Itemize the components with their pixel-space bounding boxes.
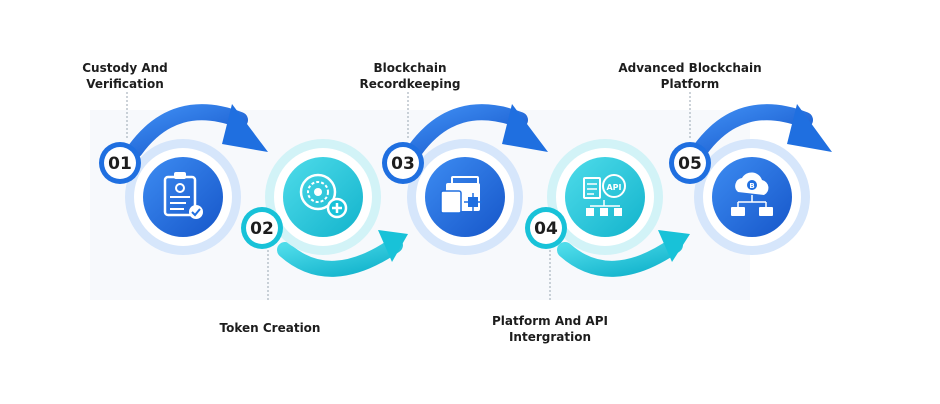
step-label-05: Advanced Blockchain Platform xyxy=(605,60,775,92)
step-label-04-line-2: Intergration xyxy=(508,330,592,344)
badge-04 xyxy=(530,212,562,244)
step-label-04-line-1: Platform And API xyxy=(492,314,608,328)
arrow-01 xyxy=(127,104,248,158)
arrow-03 xyxy=(407,104,528,158)
step-label-04: Platform And API Intergration xyxy=(470,313,630,345)
step-number-01: 01 xyxy=(108,154,132,174)
step-label-01-line-1: Custody And xyxy=(82,61,168,75)
arrow-head-01 xyxy=(222,104,268,152)
inner-circle-02 xyxy=(283,157,363,237)
arrow-head-05 xyxy=(787,104,832,152)
badge-02 xyxy=(246,212,278,244)
token-plus-icon xyxy=(299,173,348,219)
step-label-03-line-1: Blockchain xyxy=(373,61,447,75)
step-01: 01 xyxy=(99,104,268,255)
folder-chip-icon xyxy=(440,176,482,214)
cloud-bitcoin-icon: B xyxy=(731,172,773,216)
api-network-icon: API xyxy=(583,174,626,216)
clipboard-document-icon xyxy=(163,172,203,219)
step-04: API 04 xyxy=(525,139,690,277)
arrow-head-02 xyxy=(378,230,408,262)
badge-05 xyxy=(674,147,706,179)
step-05: B 05 xyxy=(669,104,832,255)
arrow-02 xyxy=(277,237,403,277)
svg-text:B: B xyxy=(749,182,754,190)
step-label-01: Custody And Verification xyxy=(60,60,190,92)
badge-03 xyxy=(387,147,419,179)
step-label-03-line-2: Recordkeeping xyxy=(359,77,461,91)
step-label-01-line-2: Verification xyxy=(86,77,164,91)
arrow-05 xyxy=(692,104,813,158)
step-number-03: 03 xyxy=(391,154,415,174)
step-number-05: 05 xyxy=(678,154,702,174)
step-label-02: Token Creation xyxy=(200,320,340,336)
step-02: 02 xyxy=(241,139,408,277)
step-label-05-line-1: Advanced Blockchain xyxy=(618,61,762,75)
arrow-head-04 xyxy=(658,230,690,262)
step-number-02: 02 xyxy=(250,219,274,239)
step-03: 03 xyxy=(382,104,548,255)
svg-text:API: API xyxy=(606,183,621,192)
step-label-05-line-2: Platform xyxy=(660,77,720,91)
badge-01 xyxy=(104,147,136,179)
inner-circle-04 xyxy=(565,157,645,237)
step-number-04: 04 xyxy=(534,219,558,239)
step-label-02-line-1: Token Creation xyxy=(219,321,321,335)
arrow-head-03 xyxy=(502,104,548,152)
step-label-03: Blockchain Recordkeeping xyxy=(340,60,480,92)
arrow-04 xyxy=(557,237,683,277)
